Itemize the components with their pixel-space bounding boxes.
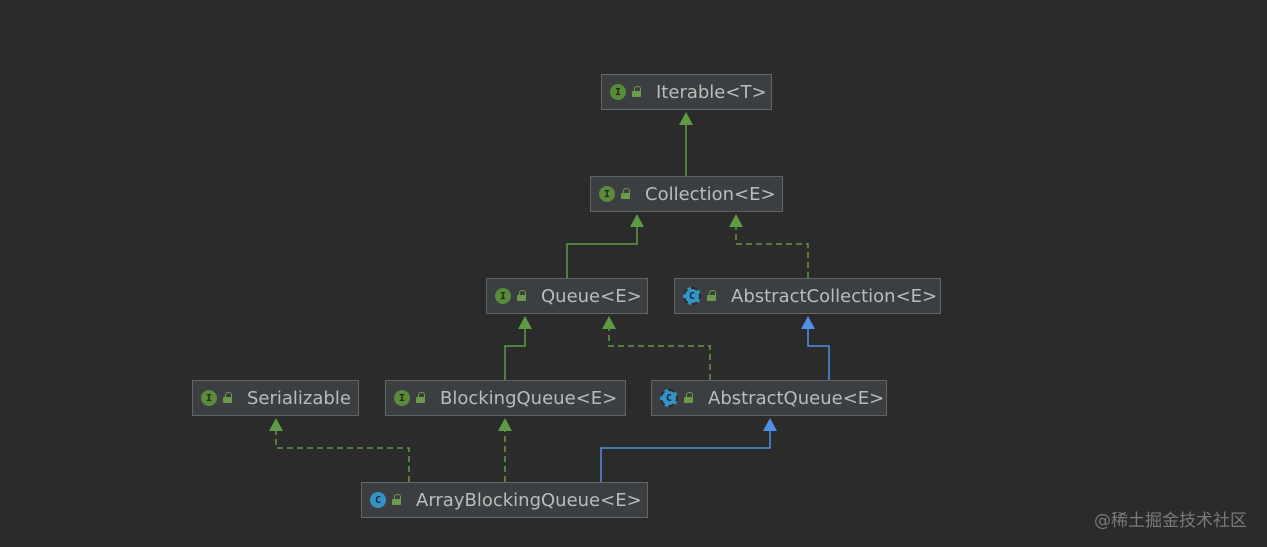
node-label: Iterable<T>: [656, 81, 767, 103]
edge-abstractcollection-collection-arrowhead: [729, 214, 743, 227]
edge-arrayblockingqueue-abstractqueue: [600, 430, 771, 482]
lock-icon: [416, 392, 426, 404]
interface-icon: I: [495, 288, 511, 304]
node-abstract-queue[interactable]: C AbstractQueue<E>: [651, 380, 887, 416]
node-label: Serializable: [247, 387, 351, 409]
edge-arrayblockingqueue-abstractqueue-arrowhead: [763, 418, 777, 431]
interface-icon: I: [201, 390, 217, 406]
edge-abstractqueue-abstractcollection-arrowhead: [801, 316, 815, 329]
edge-abstractcollection-collection: [735, 226, 809, 278]
edge-abstractqueue-abstractcollection: [807, 328, 830, 380]
node-label: AbstractCollection<E>: [731, 285, 938, 307]
edge-queue-collection: [566, 226, 638, 278]
interface-icon: I: [599, 186, 615, 202]
node-label: Queue<E>: [541, 285, 642, 307]
node-label: BlockingQueue<E>: [440, 387, 618, 409]
node-abstract-collection[interactable]: C AbstractCollection<E>: [674, 278, 941, 314]
watermark: @稀土掘金技术社区: [1094, 511, 1247, 531]
node-label: ArrayBlockingQueue<E>: [416, 489, 642, 511]
node-array-blocking-queue[interactable]: C ArrayBlockingQueue<E>: [361, 482, 648, 518]
edge-arrayblockingqueue-blockingqueue-arrowhead: [498, 418, 512, 431]
lock-icon: [621, 188, 631, 200]
edge-abstractqueue-queue: [608, 328, 711, 380]
edge-blockingqueue-queue: [504, 328, 526, 380]
node-blocking-queue[interactable]: I BlockingQueue<E>: [385, 380, 626, 416]
node-serializable[interactable]: I Serializable: [192, 380, 359, 416]
class-icon: C: [370, 492, 386, 508]
edge-blockingqueue-queue-arrowhead: [518, 316, 532, 329]
edge-abstractqueue-queue-arrowhead: [602, 316, 616, 329]
abstract-class-icon: C: [660, 389, 678, 407]
edge-collection-iterable-arrowhead: [679, 112, 693, 125]
lock-icon: [684, 392, 694, 404]
lock-icon: [223, 392, 233, 404]
edge-queue-collection-arrowhead: [630, 214, 644, 227]
lock-icon: [632, 86, 642, 98]
node-collection[interactable]: I Collection<E>: [590, 176, 783, 212]
node-iterable[interactable]: I Iterable<T>: [601, 74, 772, 110]
edge-arrayblockingqueue-serializable-arrowhead: [269, 418, 283, 431]
node-label: AbstractQueue<E>: [708, 387, 885, 409]
lock-icon: [392, 494, 402, 506]
edge-arrayblockingqueue-serializable: [275, 430, 410, 482]
interface-icon: I: [610, 84, 626, 100]
lock-icon: [707, 290, 717, 302]
node-label: Collection<E>: [645, 183, 776, 205]
interface-icon: I: [394, 390, 410, 406]
abstract-class-icon: C: [683, 287, 701, 305]
node-queue[interactable]: I Queue<E>: [486, 278, 648, 314]
lock-icon: [517, 290, 527, 302]
